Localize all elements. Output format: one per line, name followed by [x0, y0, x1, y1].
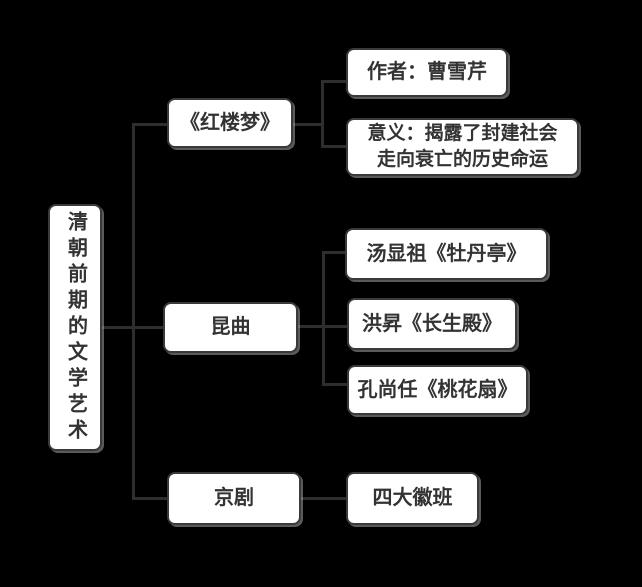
node-tang-xianzu[interactable]: 汤显祖《牡丹亭》	[345, 228, 548, 280]
node-meaning[interactable]: 意义：揭露了封建社会 走向衰亡的历史命运	[346, 118, 579, 176]
node-kunqu[interactable]: 昆曲	[163, 302, 298, 353]
node-jingju[interactable]: 京剧	[167, 472, 301, 525]
node-hong-sheng[interactable]: 洪昇《长生殿》	[347, 298, 517, 350]
node-kong-shangren[interactable]: 孔尚任《桃花扇》	[347, 365, 528, 415]
connector-meaning-arm	[321, 145, 346, 148]
meaning-line-1: 意义：揭露了封建社会	[367, 123, 558, 144]
connector-kong-arm	[322, 383, 347, 386]
connector-hongloumeng-arm	[132, 123, 168, 126]
connector-jingju-arm	[132, 497, 168, 500]
node-sidahuiban[interactable]: 四大徽班	[346, 472, 479, 525]
node-author[interactable]: 作者：曹雪芹	[346, 48, 508, 97]
connector-author-arm	[321, 80, 346, 83]
connector-hongloumeng-bracket	[321, 80, 324, 148]
connector-kunqu-bracket	[322, 251, 325, 386]
connector-hongloumeng-feed	[293, 123, 321, 126]
connector-tang-arm	[322, 251, 345, 254]
meaning-line-2: 走向衰亡的历史命运	[376, 149, 548, 170]
node-root[interactable]: 清朝前期的文学艺术	[48, 204, 102, 451]
connector-trunk	[132, 123, 135, 500]
connector-jingju-sidahuiban	[301, 497, 346, 500]
node-hongloumeng[interactable]: 《红楼梦》	[167, 98, 293, 148]
